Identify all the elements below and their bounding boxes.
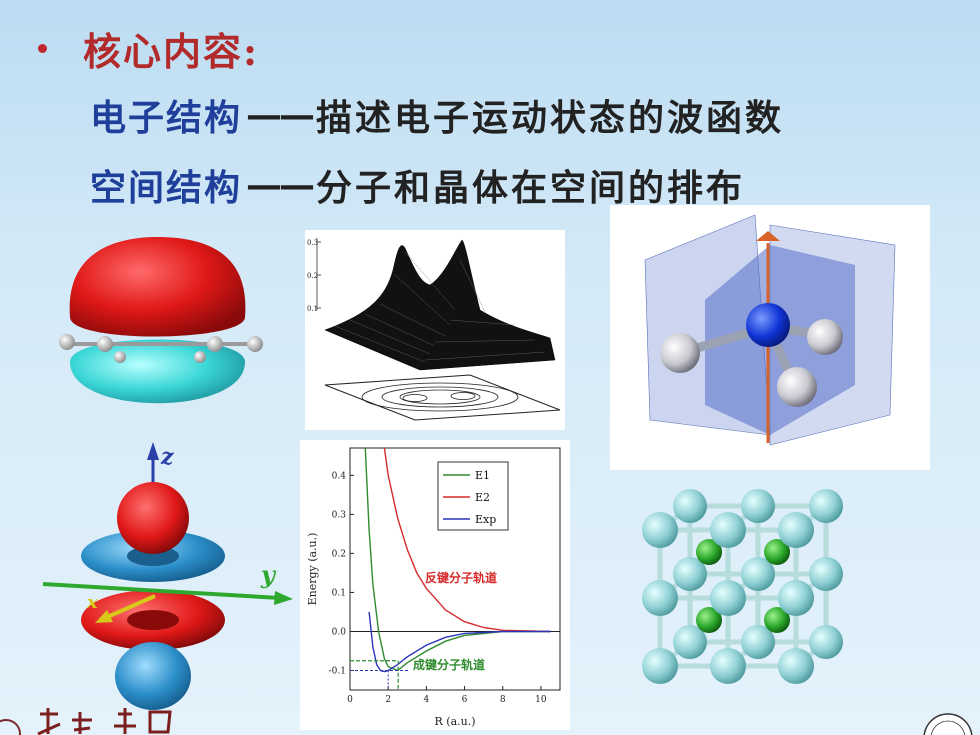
chloride-ion xyxy=(642,648,678,684)
desc-spatial-structure: 分子和晶体在空间的排布 xyxy=(316,167,746,209)
chloride-ion xyxy=(741,489,775,523)
chloride-ion xyxy=(741,625,775,659)
sodium-ion xyxy=(696,607,722,633)
content-line-spatial: 空间结构 —— 分子和晶体在空间的排布 xyxy=(90,160,745,210)
x-axis-label: x xyxy=(86,592,98,613)
chloride-ion xyxy=(809,489,843,523)
chloride-ion xyxy=(778,580,814,616)
sodium-ion xyxy=(764,607,790,633)
y-tick-label: 0.4 xyxy=(332,471,347,481)
chloride-ion xyxy=(809,557,843,591)
chloride-ion xyxy=(642,580,678,616)
legend-label-exp: Exp xyxy=(475,513,496,526)
term-electronic-structure: 电子结构 xyxy=(90,97,243,139)
crystal-lattice-figure xyxy=(642,489,843,684)
legend-label-e1: E1 xyxy=(475,469,490,482)
chloride-ion xyxy=(673,489,707,523)
university-logo xyxy=(0,708,172,735)
chloride-ion xyxy=(673,625,707,659)
x-tick-label: 4 xyxy=(423,695,429,705)
chloride-ion xyxy=(710,580,746,616)
bullet-icon xyxy=(38,43,47,53)
em-dash: —— xyxy=(246,94,315,136)
seal-icon xyxy=(923,713,973,735)
content-line-electronic: 电子结构 —— 描述电子运动状态的波函数 xyxy=(90,90,784,140)
sodium-ion xyxy=(764,539,790,565)
legend-label-e2: E2 xyxy=(475,491,490,504)
antibonding-annotation: 反键分子轨道 xyxy=(425,570,497,585)
surface-tick: 0.1 xyxy=(307,305,318,313)
x-tick-label: 6 xyxy=(462,695,468,705)
bonding-annotation: 成键分子轨道 xyxy=(413,657,485,672)
chloride-ion xyxy=(710,648,746,684)
energy-xlabel: R (a.u.) xyxy=(435,715,476,728)
density-surface-plot: 0.3 0.2 0.1 xyxy=(305,230,565,430)
energy-ylabel: Energy (a.u.) xyxy=(306,533,319,606)
chloride-ion xyxy=(778,512,814,548)
y-tick-label: -0.1 xyxy=(329,666,346,676)
chloride-ion xyxy=(642,512,678,548)
y-tick-label: 0.2 xyxy=(332,549,346,559)
pi-orbital-figure xyxy=(59,237,263,404)
y-axis-label: y xyxy=(260,560,277,589)
energy-plot-area: 0 2 4 6 8 10 -0.1 0.0 0.1 0.2 0.3 0.4 xyxy=(329,447,561,705)
energy-chart: 0 2 4 6 8 10 -0.1 0.0 0.1 0.2 0.3 0.4 Energy (a.u.)… xyxy=(300,440,570,730)
x-tick-label: 2 xyxy=(385,695,391,705)
x-tick-label: 8 xyxy=(500,695,506,705)
x-tick-label: 10 xyxy=(535,695,547,705)
surface-tick: 0.2 xyxy=(307,272,318,280)
upper-lobe xyxy=(69,237,246,337)
series-line-e2 xyxy=(383,447,551,633)
chloride-ion xyxy=(673,557,707,591)
z-axis-label: z xyxy=(160,444,174,470)
y-tick-label: 0.3 xyxy=(332,510,347,520)
ammonia-symmetry-figure xyxy=(610,205,930,470)
heading-row: 核心内容: xyxy=(38,20,259,76)
chloride-ion xyxy=(809,625,843,659)
chloride-ion xyxy=(778,648,814,684)
surface-tick: 0.3 xyxy=(307,239,318,247)
plot-frame xyxy=(349,447,561,691)
sodium-ion xyxy=(696,539,722,565)
x-tick-label: 0 xyxy=(347,695,353,705)
slide-heading: 核心内容: xyxy=(83,28,260,74)
term-spatial-structure: 空间结构 xyxy=(90,167,243,209)
chart-legend: E1 E2 Exp xyxy=(437,461,509,531)
desc-electronic-structure: 描述电子运动状态的波函数 xyxy=(316,97,785,139)
chloride-ion xyxy=(741,557,775,591)
y-tick-label: 0.0 xyxy=(332,627,347,637)
d-orbital-figure: z y x xyxy=(42,442,293,710)
em-dash: —— xyxy=(246,164,315,206)
y-tick-label: 0.1 xyxy=(332,588,346,598)
chloride-ion xyxy=(710,512,746,548)
